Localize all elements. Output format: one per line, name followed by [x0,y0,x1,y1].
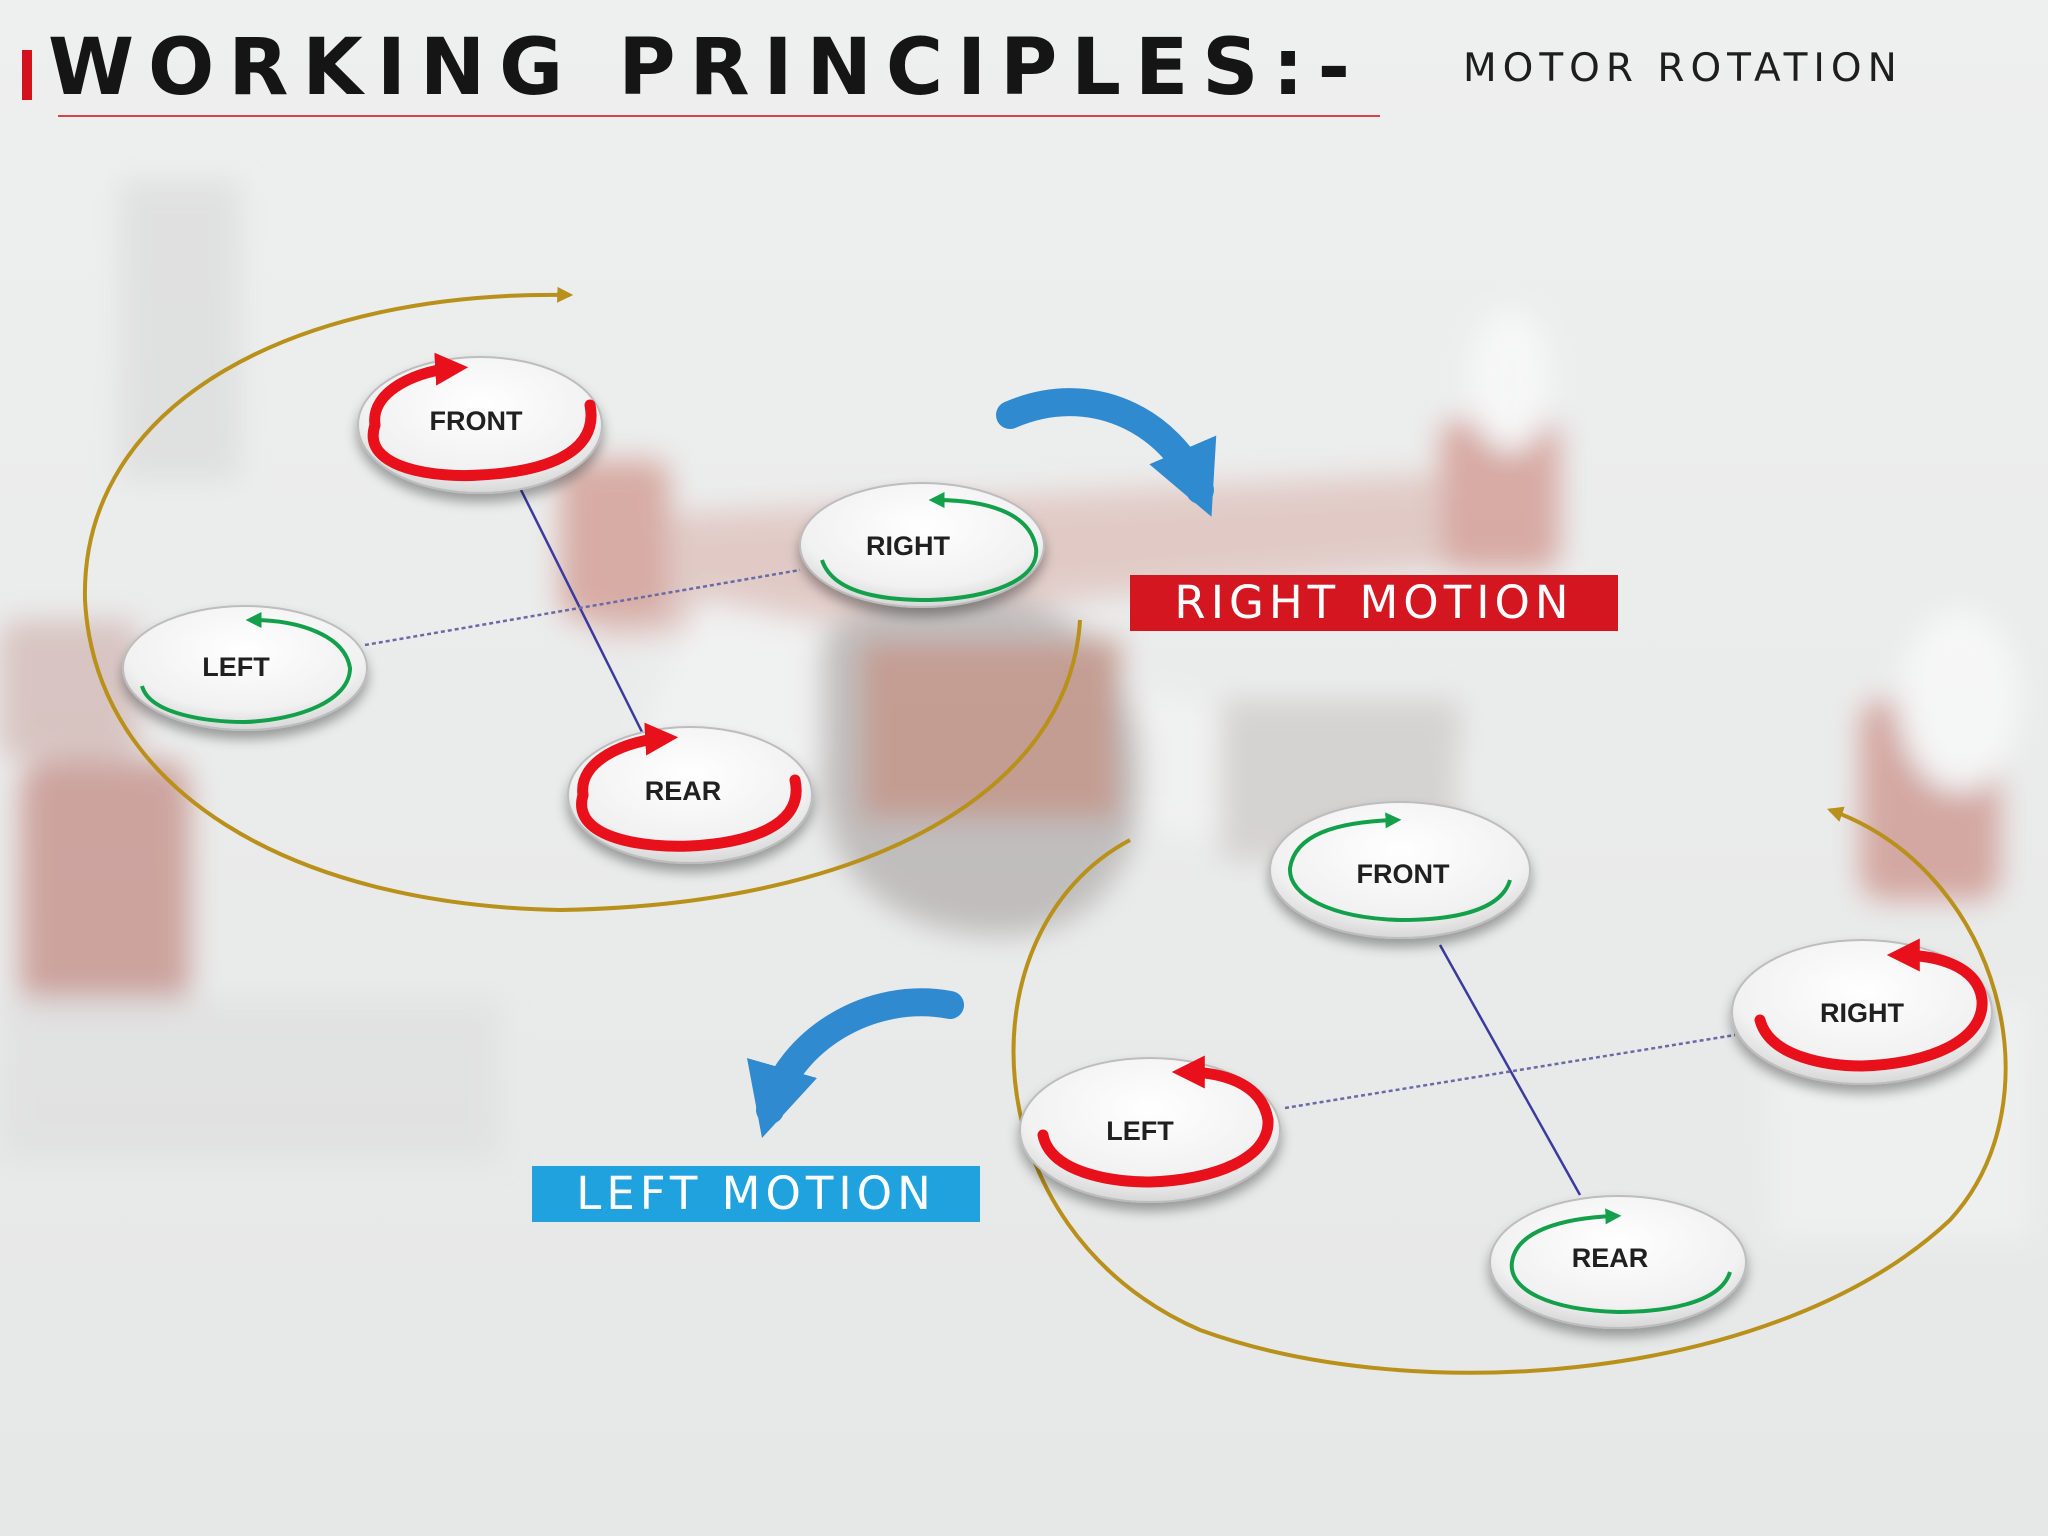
left-motion-label: LEFT MOTION [532,1166,980,1222]
motor-front-2: FRONT [1269,801,1531,939]
motor-rear-1: REAR [567,722,813,864]
motor-left-2: LEFT [1019,1055,1281,1203]
right-motion-arrow-icon [996,388,1217,517]
motor-right-2: RIGHT [1731,938,1993,1085]
motor-label-front-2: FRONT [1357,859,1450,889]
left-motion-arrow-icon [747,988,964,1138]
motor-label-right: RIGHT [866,531,951,561]
title-accent-bar [22,50,32,100]
frame-line-front-rear-1 [518,487,652,749]
orbit-arrow-1 [82,286,1082,913]
orbit-arrow-2 [1011,806,2008,1375]
motor-rear-2: REAR [1489,1195,1747,1329]
frame-line-left-right-1 [364,568,801,647]
right-motion-diagram: FRONT RIGHT LEFT REAR [82,286,1217,913]
motor-left-1: LEFT [122,605,368,731]
motor-front-1: FRONT [357,352,603,494]
motor-label-front: FRONT [430,406,523,436]
page-subtitle: MOTOR ROTATION [1463,46,1903,91]
motor-label-right-2: RIGHT [1820,998,1905,1028]
motor-label-rear-2: REAR [1572,1243,1649,1273]
motor-label-left-2: LEFT [1106,1116,1174,1146]
frame-line-left-right-2 [1284,1033,1736,1110]
frame-line-front-rear-2 [1438,944,1582,1196]
motor-label-rear: REAR [645,776,722,806]
page-title: WORKING PRINCIPLES:- [48,23,1365,113]
title-underline [58,115,1380,117]
motor-label-left: LEFT [202,652,270,682]
motor-right-1: RIGHT [799,482,1045,608]
left-motion-diagram: FRONT RIGHT LEFT REAR [747,801,2008,1375]
right-motion-label: RIGHT MOTION [1130,575,1618,631]
